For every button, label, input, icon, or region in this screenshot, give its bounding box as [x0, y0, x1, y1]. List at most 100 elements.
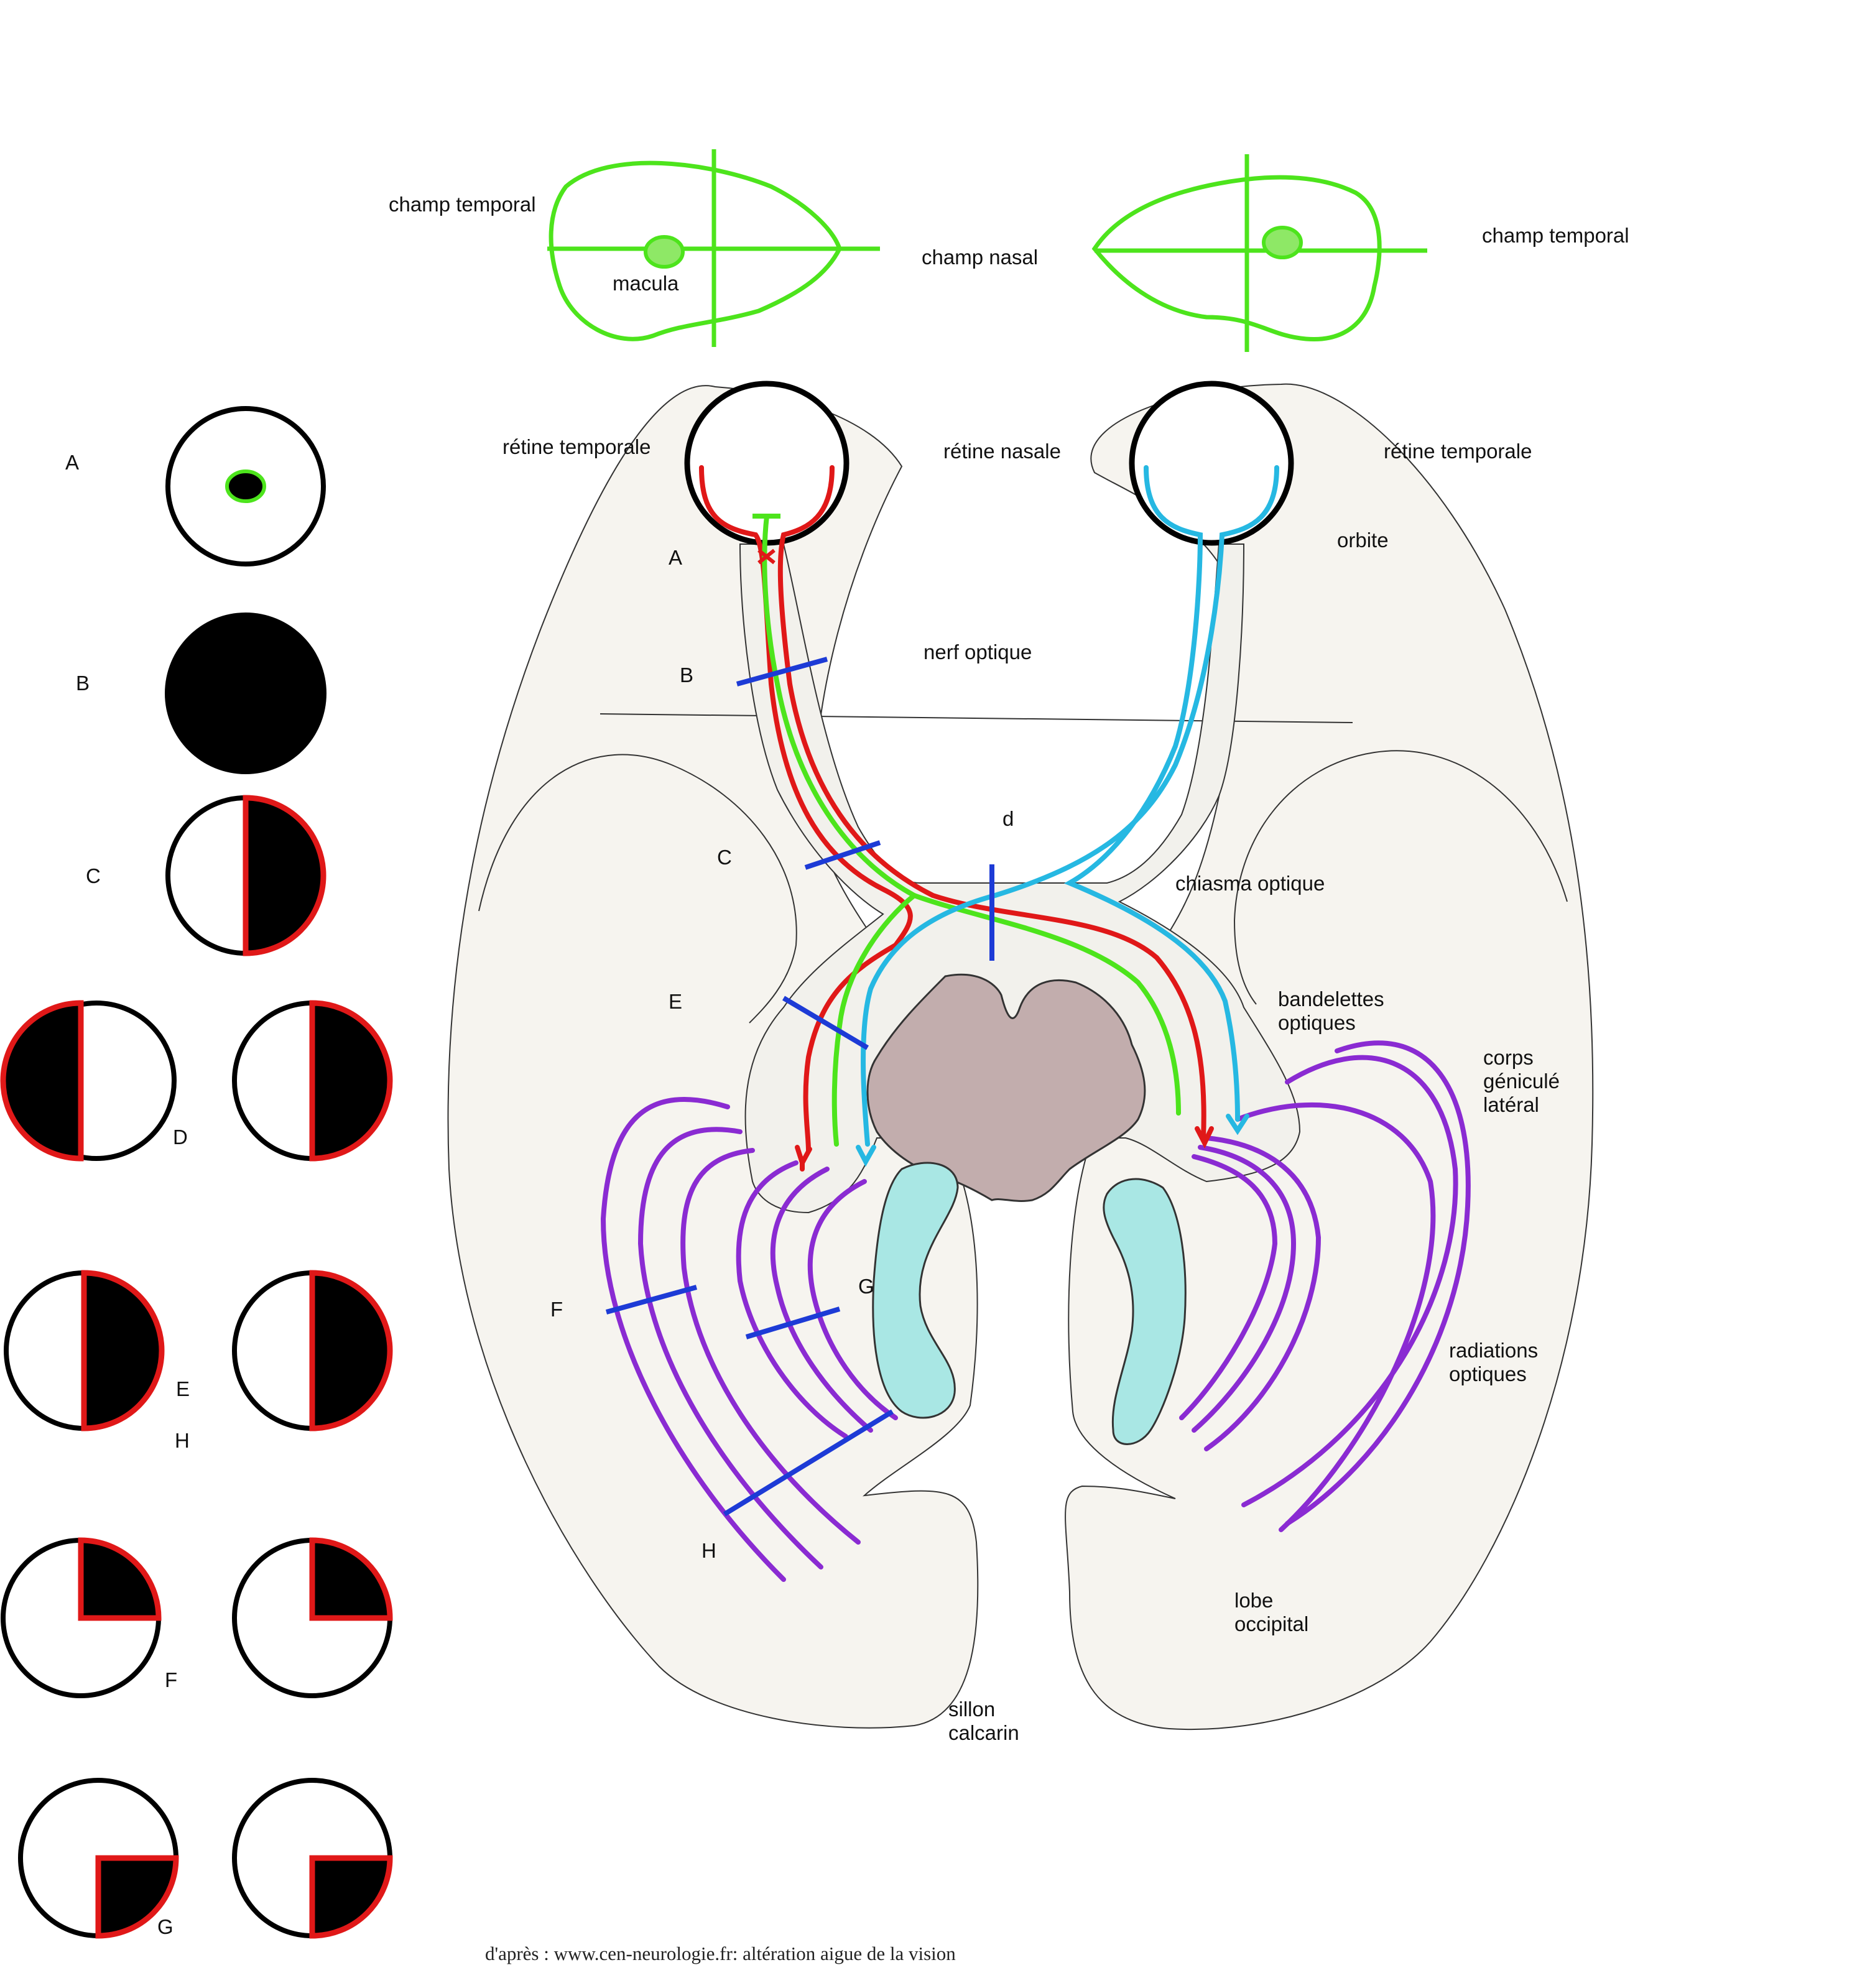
label-optic-nerve: nerf optique	[924, 640, 1032, 663]
fibre-terminal	[795, 1145, 812, 1172]
right-nasal-fibre	[861, 465, 1279, 1147]
lesion-markers	[605, 657, 994, 1517]
site-b: B	[680, 663, 693, 687]
lesion-h	[723, 1409, 894, 1517]
defect-e-right-blind-half	[312, 1273, 390, 1428]
left-nasal-fibre	[777, 465, 1206, 1140]
defect-label-d: D	[173, 1126, 188, 1149]
site-c: C	[717, 846, 732, 869]
defect-f-left-rim	[78, 1537, 162, 1621]
label-lgn-2: géniculé	[1483, 1070, 1560, 1093]
lesion-f	[605, 1285, 698, 1315]
defect-label-g: G	[157, 1915, 174, 1938]
label-optic-tracts-1: bandelettes	[1278, 987, 1384, 1010]
defect-e-left-rim	[81, 1270, 165, 1431]
field-defects	[0, 406, 393, 1939]
credit-line: d'après : www.cen-neurologie.fr: altérat…	[485, 1943, 956, 1964]
label-lgn-3: latéral	[1483, 1093, 1539, 1116]
right-temporal-lobe	[1233, 750, 1568, 1005]
right-ventricle	[1103, 1178, 1187, 1445]
radiation-fibre	[736, 1160, 848, 1439]
lesion-g	[745, 1306, 841, 1339]
fibre-terminal	[1226, 1114, 1249, 1135]
fibre-terminal	[856, 1145, 876, 1167]
defect-label-e: E	[176, 1377, 190, 1400]
site-e: E	[669, 990, 682, 1013]
label-left-temporal-field: champ temporal	[389, 193, 536, 216]
defect-f-right-rim	[309, 1537, 393, 1621]
label-chiasm: chiasma optique	[1175, 872, 1325, 895]
label-retina-nasal: rétine nasale	[943, 440, 1061, 463]
retinal-fibres	[699, 465, 1279, 1172]
defect-a-central-scotoma-icon	[225, 469, 266, 503]
radiation-fibre	[1285, 1040, 1471, 1526]
radiation-fibre	[600, 1097, 786, 1582]
defect-c-rim	[243, 795, 326, 956]
radiation-fibre	[1235, 1102, 1436, 1532]
fibre-terminal	[1195, 1126, 1214, 1149]
label-calcarine-2: calcarin	[948, 1721, 1019, 1744]
radiation-fibre	[1179, 1154, 1278, 1420]
defect-g-left-blind-quadrant	[98, 1858, 176, 1936]
defect-label-h: H	[175, 1429, 190, 1452]
site-a: A	[669, 546, 682, 569]
defect-d-left-rim	[0, 1000, 84, 1162]
right-visual-field	[1091, 175, 1382, 342]
labels: champ temporal macula champ nasal champ …	[65, 193, 1629, 1964]
label-orbit: orbite	[1337, 529, 1389, 552]
radiation-fibre	[637, 1127, 823, 1570]
left-temporal-fibre	[699, 465, 913, 1153]
label-radiations-1: radiations	[1449, 1339, 1538, 1362]
defect-d-right-blind-half	[312, 1003, 390, 1158]
radiation-fibre	[1204, 1135, 1322, 1451]
label-occipital-2: occipital	[1234, 1612, 1308, 1635]
defect-label-c: C	[86, 864, 101, 887]
defect-label-f: F	[165, 1668, 177, 1691]
brain-outline	[447, 383, 1594, 1731]
right-eye	[1129, 381, 1294, 546]
site-f: F	[550, 1298, 563, 1321]
defect-f-right-blind-quadrant	[312, 1540, 390, 1618]
radiation-fibre	[807, 1179, 898, 1420]
label-optic-tracts-2: optiques	[1278, 1011, 1356, 1034]
defect-c-blind-half	[246, 798, 323, 953]
defect-f-left-blind-quadrant	[81, 1540, 159, 1618]
defect-g-right-rim	[309, 1855, 393, 1939]
left-temporal-lobe	[478, 754, 797, 1024]
label-right-temporal-field: champ temporal	[1482, 224, 1629, 247]
defect-d-right-rim	[309, 1000, 393, 1162]
site-g: G	[858, 1275, 874, 1298]
optic-pathway-body	[739, 543, 1301, 1214]
label-radiations-2: optiques	[1449, 1362, 1527, 1385]
visual-fields	[547, 149, 1427, 352]
lesion-x-mark	[757, 548, 775, 565]
defect-b-field	[165, 613, 326, 774]
lesion-b	[736, 657, 828, 687]
right-macula	[1262, 226, 1303, 259]
left-macula	[644, 235, 685, 269]
defect-label-a: A	[65, 451, 79, 474]
label-lgn-1: corps	[1483, 1046, 1534, 1069]
label-calcarine-1: sillon	[948, 1698, 995, 1721]
site-h: H	[701, 1539, 716, 1562]
defect-e-left-blind-half	[84, 1273, 162, 1428]
defect-e-right-rim	[309, 1270, 393, 1431]
radiation-fibre	[1192, 1145, 1297, 1433]
macular-fibre	[762, 514, 919, 1147]
label-macula: macula	[613, 272, 679, 295]
label-occipital-1: lobe	[1234, 1589, 1273, 1612]
lesion-c	[804, 840, 881, 870]
label-chiasm-d: d	[1002, 807, 1014, 830]
lesion-e	[782, 996, 869, 1050]
optic-pathway-tissue	[739, 543, 1301, 1214]
defect-g-right-blind-quadrant	[312, 1858, 390, 1936]
left-visual-field	[549, 160, 842, 341]
radiation-fibre	[1241, 1055, 1458, 1507]
defect-g-left-rim	[95, 1855, 179, 1939]
label-retina-temporal-right: rétine temporale	[1384, 440, 1532, 463]
label-nasal-field: champ nasal	[922, 246, 1038, 269]
defect-d-left-blind-half	[3, 1003, 81, 1158]
left-ventricle	[872, 1162, 959, 1419]
radiation-fibre	[770, 1167, 873, 1433]
